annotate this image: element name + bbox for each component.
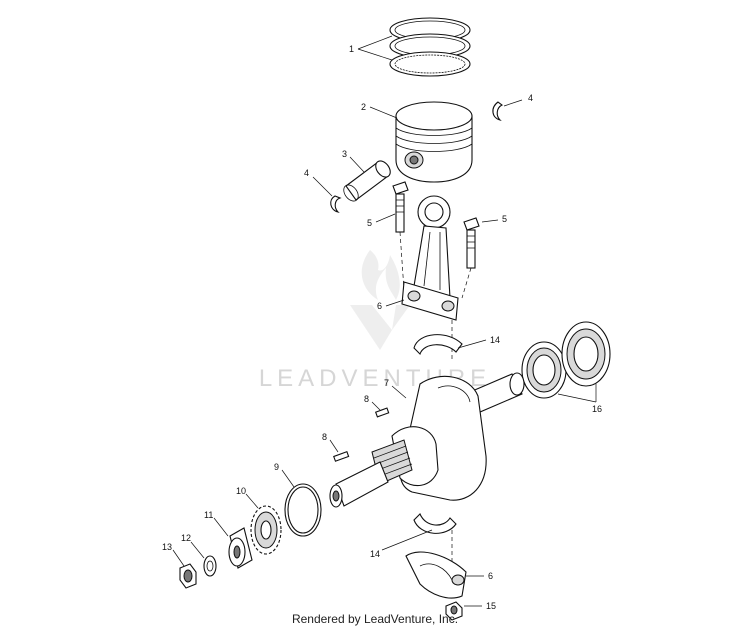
leader-4b: [312, 176, 333, 197]
callout-4b: 4: [304, 168, 309, 178]
callout-6b: 6: [488, 571, 493, 581]
leader-12: [190, 541, 205, 559]
callout-12: 12: [181, 533, 191, 543]
main-bearing-rear: [561, 321, 611, 387]
woodruff-key-lower: [333, 451, 350, 462]
piston-rings: [389, 17, 471, 77]
leader-13: [172, 549, 185, 567]
leader-2: [369, 106, 398, 119]
woodruff-key-upper: [374, 407, 390, 418]
rod-bolt-right: [463, 217, 480, 269]
callout-16: 16: [592, 404, 602, 414]
circlip-top: [492, 101, 504, 122]
leader-5a: [375, 213, 396, 223]
nut: [179, 563, 197, 589]
wrist-pin: [343, 160, 391, 202]
leader-14b: [381, 529, 433, 551]
callout-8a: 8: [364, 394, 369, 404]
callout-9: 9: [274, 462, 279, 472]
watermark-logo: [350, 250, 410, 350]
bolt-right-guide: [461, 267, 472, 299]
callout-2: 2: [361, 102, 366, 112]
connecting-rod-cap: [405, 551, 467, 599]
bolt-left-guide: [399, 231, 405, 291]
timing-gear: [250, 505, 282, 555]
leader-7: [391, 385, 407, 399]
callout-13: 13: [162, 542, 172, 552]
callout-14a: 14: [490, 335, 500, 345]
leader-14a: [457, 339, 487, 349]
callout-6a: 6: [377, 301, 382, 311]
cap-nut: [445, 601, 463, 621]
callout-15: 15: [486, 601, 496, 611]
leader-4a: [503, 99, 523, 107]
piston: [395, 101, 473, 183]
rod-bolt-left: [392, 181, 409, 233]
collar: [228, 527, 253, 569]
leader-9: [281, 469, 295, 488]
leader-5b: [481, 219, 499, 223]
render-credit: Rendered by LeadVenture, Inc.: [291, 612, 459, 626]
o-ring: [284, 483, 322, 537]
leader-16a: [557, 393, 597, 403]
callout-1: 1: [349, 44, 354, 54]
leader-11: [213, 517, 229, 537]
leader-1: [357, 35, 393, 61]
leader-3: [349, 156, 365, 173]
callout-4a: 4: [528, 93, 533, 103]
bearing-shell-upper: [413, 334, 463, 356]
callout-11: 11: [204, 510, 213, 520]
callout-3: 3: [342, 149, 347, 159]
leader-8a: [371, 401, 381, 411]
callout-5b: 5: [502, 214, 507, 224]
connecting-rod: [401, 195, 459, 321]
circlip-left: [330, 195, 342, 214]
washer: [203, 555, 217, 577]
leader-8b: [329, 439, 339, 453]
callout-7: 7: [384, 378, 389, 388]
callout-10: 10: [236, 486, 246, 496]
leader-6a: [385, 299, 405, 307]
callout-5a: 5: [367, 218, 372, 228]
callout-14b: 14: [370, 549, 380, 559]
callout-8b: 8: [322, 432, 327, 442]
leader-10: [245, 493, 259, 509]
bearing-shell-lower: [413, 513, 457, 534]
main-bearing-front: [521, 341, 567, 399]
crankshaft: [329, 372, 525, 508]
